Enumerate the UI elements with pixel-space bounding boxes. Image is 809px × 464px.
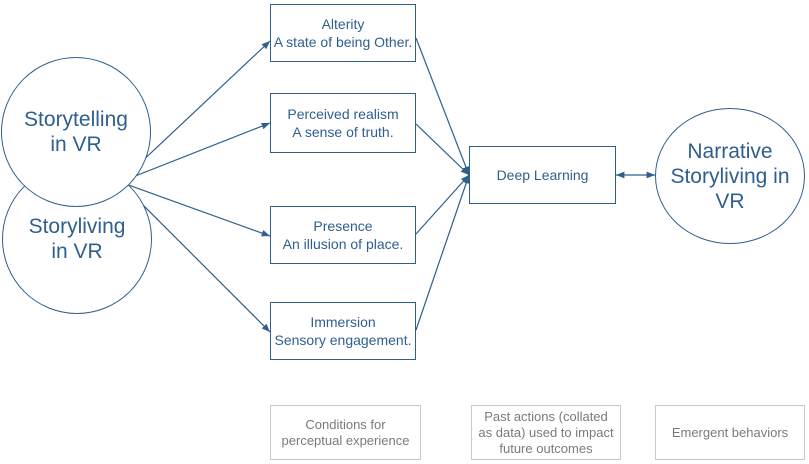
legend-past-actions-text: Past actions (collated as data) used to …: [478, 408, 614, 456]
storytelling-circle: Storytelling in VR: [1, 57, 151, 207]
immersion-title: Immersion: [310, 314, 376, 330]
legend-emergent-text: Emergent behaviors: [671, 424, 789, 440]
presence-subtitle: An illusion of place.: [282, 236, 404, 252]
legend-past-actions: Past actions (collated as data) used to …: [471, 405, 621, 460]
deep-learning-label: Deep Learning: [496, 167, 589, 183]
legend-emergent: Emergent behaviors: [655, 405, 805, 460]
arrow-presence-to-deep-learning: [415, 174, 470, 235]
realism-box: Perceived realism A sense of truth.: [270, 93, 416, 153]
arrow-alterity-to-deep-learning: [415, 37, 470, 176]
realism-title: Perceived realism: [287, 106, 399, 122]
immersion-subtitle: Sensory engagement.: [274, 332, 412, 348]
legend-conditions: Conditions for perceptual experience: [270, 405, 421, 460]
presence-box: Presence An illusion of place.: [270, 206, 416, 264]
alterity-box: Alterity A state of being Other.: [270, 4, 416, 62]
realism-subtitle: A sense of truth.: [292, 124, 394, 140]
arrow-to-realism: [119, 122, 271, 183]
presence-title: Presence: [313, 218, 373, 234]
legend-conditions-text: Conditions for perceptual experience: [281, 416, 410, 448]
deep-learning-box: Deep Learning: [469, 146, 616, 204]
immersion-box: Immersion Sensory engagement.: [270, 302, 416, 360]
arrow-immersion-to-deep-learning: [415, 174, 470, 331]
alterity-title: Alterity: [321, 16, 365, 32]
storyliving-label: Storyliving in VR: [28, 215, 126, 263]
arrow-to-presence: [119, 181, 271, 237]
alterity-subtitle: A state of being Other.: [273, 34, 413, 50]
narrative-label: Narrative Storyliving in VR: [670, 139, 790, 213]
storytelling-label: Storytelling in VR: [24, 108, 128, 156]
arrow-realism-to-deep-learning: [415, 123, 470, 176]
narrative-circle: Narrative Storyliving in VR: [655, 108, 805, 244]
